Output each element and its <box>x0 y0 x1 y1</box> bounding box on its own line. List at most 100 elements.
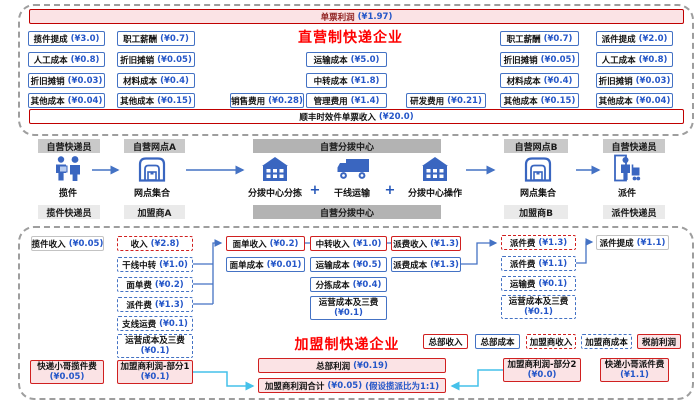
cost-box-material: 材料成本(¥0.4) <box>117 73 195 88</box>
box-value: (¥3.0) <box>70 33 100 44</box>
box-value: (¥1.4) <box>350 95 380 106</box>
box-value: (¥0.28) <box>268 95 303 106</box>
legend-pretax-profit: 税前利润 <box>637 334 681 349</box>
box-label: 分拣成本 <box>315 280 350 291</box>
cost-box-other: 其他成本(¥0.04) <box>28 93 105 108</box>
cost-box-salary: 职工薪酬(¥0.7) <box>500 31 579 46</box>
box-label: 揽件提成 <box>33 34 68 45</box>
direct-model-title: 直营制快递企业 <box>298 30 403 46</box>
box-value: (¥1.3) <box>430 259 459 270</box>
box-value: (¥0.05) <box>49 372 85 382</box>
box-label: 材料成本 <box>123 76 158 87</box>
flow-top-band-courier-a: 自营快递员 <box>38 139 100 153</box>
cost-box-pickup-commission: 揽件提成(¥3.0) <box>28 31 105 46</box>
box-value: (¥0.7) <box>160 33 189 44</box>
box-value: (¥0.8) <box>638 54 668 65</box>
box-label: 人工成本 <box>33 55 68 66</box>
cost-box-transport: 运输成本(¥5.0) <box>306 52 387 67</box>
step-label-outlet-collect-a: 网点集合 <box>133 189 171 199</box>
box-label: 加盟商利润-部分2 <box>507 359 577 370</box>
box-value: (¥1.3) <box>430 238 459 249</box>
bar-label: 单票利润 <box>320 12 355 23</box>
bar-label: 顺丰时效件单票收入 <box>299 112 376 123</box>
box-value: (¥0.0) <box>527 370 557 380</box>
box-transit-income: 中转收入(¥1.0) <box>310 236 387 251</box>
box-label: 运输费 <box>509 279 536 290</box>
box-value: (¥0.03) <box>635 75 671 86</box>
box-label: 运营成本及三费 <box>508 296 569 307</box>
box-hq-opex: 运营成本及三费(¥0.1) <box>310 296 387 320</box>
box-value: (¥0.15) <box>540 95 576 106</box>
box-label: 折旧摊销 <box>30 76 65 87</box>
bar-note: (假设揽派比为1:1) <box>365 381 440 392</box>
box-waybill-fee: 面单费(¥0.2) <box>117 277 193 292</box>
box-label: 运营成本及三费 <box>125 335 185 346</box>
cost-box-sales-expense: 销售费用(¥0.28) <box>230 93 304 108</box>
flow-bottom-band-pickup-courier: 揽件快递员 <box>38 205 100 219</box>
plus-icon: + <box>384 183 396 198</box>
box-value: (¥0.5) <box>352 259 382 270</box>
cost-box-depreciation: 折旧摊销(¥0.03) <box>28 73 105 88</box>
box-value: (¥0.2) <box>269 238 299 249</box>
box-value: (¥0.15) <box>157 95 192 106</box>
plus-icon: + <box>309 183 321 198</box>
per-ticket-profit-bar: 单票利润 (¥1.97) <box>29 9 684 24</box>
box-delivery-commission: 派件提成(¥1.1) <box>596 235 669 250</box>
box-value: (¥0.1) <box>140 372 170 382</box>
cost-box-labor: 人工成本(¥0.8) <box>28 52 105 67</box>
outlet-warehouse-icon <box>524 157 552 182</box>
box-value: (¥0.01) <box>266 259 302 270</box>
box-value: (¥1.0) <box>352 238 382 249</box>
box-value: (¥0.1) <box>538 278 568 289</box>
cost-box-depreciation: 折旧摊销(¥0.05) <box>117 52 195 67</box>
pickup-couriers-icon <box>56 156 80 181</box>
box-value: (¥0.1) <box>334 308 363 318</box>
flow-top-band-sorting-center: 自营分拨中心 <box>253 139 441 153</box>
box-value: (¥5.0) <box>350 54 380 65</box>
step-label-delivery: 派件 <box>617 189 637 199</box>
cost-box-depreciation: 折旧摊销(¥0.03) <box>596 73 673 88</box>
box-label: 管理费用 <box>313 96 348 107</box>
box-dispatch-income: 派费收入(¥1.3) <box>391 236 461 251</box>
cost-box-labor: 人工成本(¥0.8) <box>596 52 673 67</box>
box-branch-line-freight: 支线运费(¥0.1) <box>117 316 193 331</box>
box-franchisee-b-opex: 运营成本及三费(¥0.1) <box>501 295 576 319</box>
step-label-outlet-collect-b: 网点集合 <box>519 189 557 199</box>
box-label: 派费成本 <box>393 260 428 271</box>
box-value: (¥0.7) <box>543 33 573 44</box>
hq-profit-bar: 总部利润 (¥0.19) <box>258 358 446 373</box>
box-label: 派件费 <box>509 238 536 249</box>
legend-label: 总部成本 <box>480 337 515 348</box>
direct-model-panel <box>18 4 694 136</box>
box-franchisee-b-delivery-cost: 派件费(¥1.1) <box>501 256 576 271</box>
box-label: 其他成本 <box>30 96 65 107</box>
box-waybill-income: 面单收入(¥0.2) <box>226 236 305 251</box>
cost-box-depreciation: 折旧摊销(¥0.05) <box>500 52 579 67</box>
box-value: (¥1.0) <box>159 259 188 270</box>
box-value: (¥0.4) <box>352 279 382 290</box>
box-delivery-fee: 派件费(¥1.3) <box>117 297 193 312</box>
box-label: 运输成本 <box>315 260 350 271</box>
box-label: 干线中转 <box>122 260 157 271</box>
flow-bottom-band-franchisee-a: 加盟商A <box>124 205 185 219</box>
flow-bottom-band-delivery-courier: 派件快递员 <box>603 205 665 219</box>
box-value: (¥1.3) <box>154 299 184 310</box>
box-value: (¥2.8) <box>150 238 180 249</box>
franchisee-total-profit-bar: 加盟商利润合计 (¥0.05) (假设揽派比为1:1) <box>258 378 446 393</box>
box-label: 支线运费 <box>122 319 157 330</box>
box-franchisee-profit-part1: 加盟商利润-部分1(¥0.1) <box>117 360 193 384</box>
box-value: (¥1.3) <box>538 237 568 248</box>
box-value: (¥0.1) <box>140 346 170 356</box>
box-label: 职工薪酬 <box>123 34 158 45</box>
box-value: (¥0.05) <box>540 54 576 65</box>
bar-value: (¥0.19) <box>353 360 388 371</box>
step-label-sorting: 分拨中心分拣 <box>247 189 303 199</box>
box-label: 中转成本 <box>313 76 348 87</box>
franchise-model-title: 加盟制快递企业 <box>294 337 400 353</box>
box-value: (¥0.4) <box>543 75 573 86</box>
box-label: 人工成本 <box>601 55 636 66</box>
flow-top-band-outlet-b: 自营网点B <box>504 139 568 153</box>
box-trunk-transit-fee: 干线中转(¥1.0) <box>117 257 193 272</box>
box-value: (¥0.8) <box>70 54 100 65</box>
box-value: (¥0.2) <box>154 279 184 290</box>
